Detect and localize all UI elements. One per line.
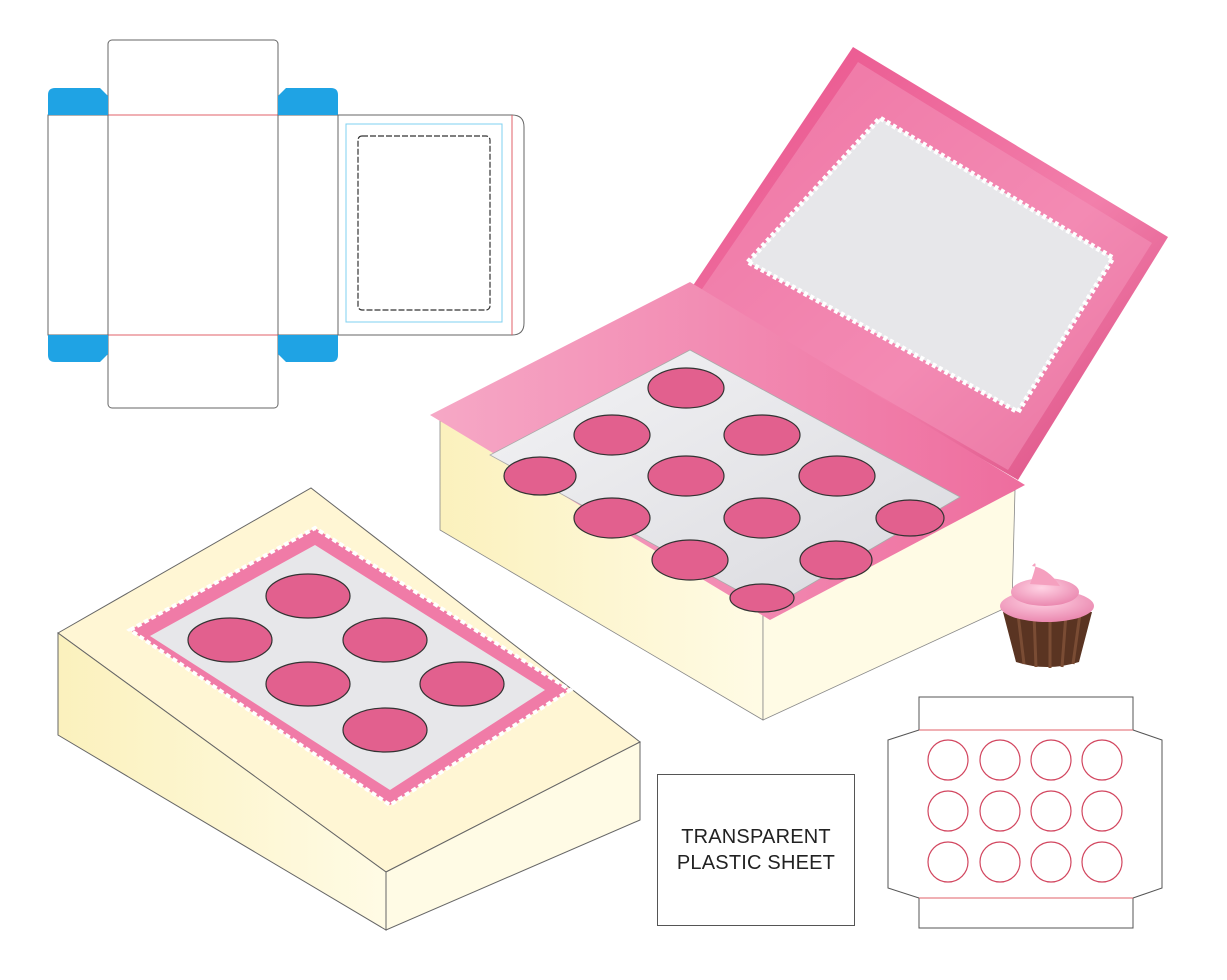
insert-hole [1081,790,1123,832]
insert-hole [1030,790,1072,832]
insert-hole [979,739,1021,781]
closed-box-holes [187,573,505,753]
insert-hole-grid [927,739,1123,883]
insert-hole [979,841,1021,883]
tray-hole [651,539,729,581]
insert-hole [1081,739,1123,781]
tray-hole [647,367,725,409]
scalloped-window-cut [357,135,491,311]
cupcake-icon [1000,563,1094,668]
tuck-flap-blue [278,335,338,362]
tray-hole [503,456,577,496]
cupcake-liner [1003,612,1092,667]
insert-hole [1030,841,1072,883]
dieline-side-panel [277,114,339,336]
tray-hole [573,414,651,456]
insert-hole [927,790,969,832]
tray-hole [799,540,873,580]
tray-hole [342,617,428,663]
insert-hole [1030,739,1072,781]
tuck-flap-blue [48,88,108,115]
tray-hole [729,583,795,613]
tray-hole [342,707,428,753]
tray-hole [723,414,801,456]
cupcake-liner-stripes [1016,613,1082,668]
insert-hole [927,739,969,781]
closed-cupcake-box [57,487,641,931]
open-cupcake-box [430,47,1168,721]
dieline-side-panel [47,114,109,336]
tray-hole [798,455,876,497]
tray-hole [573,497,651,539]
transparent-sheet-label: TRANSPARENT PLASTIC SHEET [657,774,855,926]
lid-window [744,114,1117,416]
closed-box-tray [150,545,545,790]
label-line-2: PLASTIC SHEET [676,852,836,874]
tray-insert-dieline [887,696,1163,929]
tuck-flap-blue [48,335,108,362]
tray-hole [875,499,945,537]
insert-hole [927,841,969,883]
window-outline [345,123,503,323]
tuck-flap-blue [278,88,338,115]
closed-box-side [385,741,641,931]
tray-hole [265,661,351,707]
tray-hole [723,497,801,539]
tray-hole [187,617,273,663]
tray-hole [265,573,351,619]
cupcake-frosting-mid [1011,578,1079,606]
tray-holes [503,367,945,613]
tray-hole [647,455,725,497]
cupcake-frosting-tip [1030,563,1060,586]
label-line-1: TRANSPARENT [681,826,831,848]
insert-hole [1081,841,1123,883]
dieline-main-panel [107,39,279,409]
insert-hole [979,790,1021,832]
tray-hole [419,661,505,707]
box-dieline-top-left [47,39,525,409]
dieline-lid-panel [337,114,525,336]
